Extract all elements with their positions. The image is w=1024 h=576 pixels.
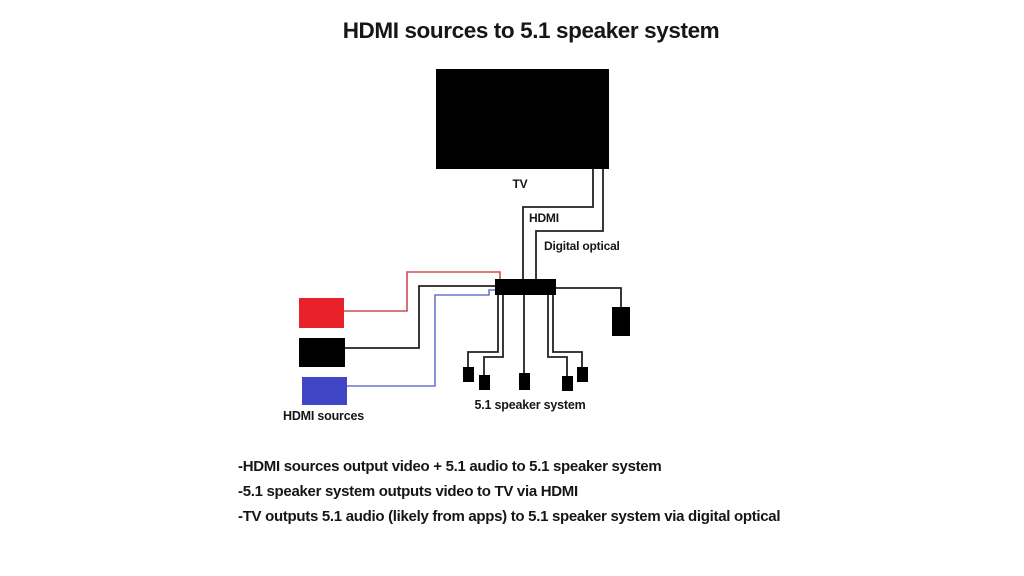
note-line-2: -5.1 speaker system outputs video to TV … (238, 483, 578, 500)
speaker-left-2 (479, 375, 490, 390)
digital-optical-label: Digital optical (544, 239, 620, 253)
speaker-wire-2 (483, 294, 504, 375)
tv-label: TV (513, 177, 528, 191)
subwoofer (612, 307, 630, 336)
speaker-system-main-unit (495, 279, 556, 295)
note-line-1: -HDMI sources output video + 5.1 audio t… (238, 458, 661, 475)
red-source-hdmi-wire (344, 271, 501, 312)
speaker-left-1 (463, 367, 474, 382)
speaker-right-2 (577, 367, 588, 382)
blue-source-hdmi-wire (347, 289, 496, 387)
speaker-center (519, 373, 530, 390)
digital-optical-cable (535, 169, 604, 281)
black-source-hdmi-wire (345, 285, 496, 349)
hdmi-cable-label: HDMI (529, 211, 559, 225)
speaker-system-label: 5.1 speaker system (474, 398, 585, 412)
hdmi-cable-tv-to-hub (522, 169, 594, 281)
note-line-3: -TV outputs 5.1 audio (likely from apps)… (238, 508, 780, 525)
speaker-wire-1 (467, 294, 499, 367)
tv-screen (436, 69, 609, 169)
hdmi-sources-label: HDMI sources (283, 409, 364, 423)
speaker-wire-4 (547, 294, 568, 376)
hdmi-source-black (299, 338, 345, 367)
hdmi-source-blue (302, 377, 347, 405)
subwoofer-wire (556, 287, 622, 307)
hdmi-source-red (299, 298, 344, 328)
speaker-right-1 (562, 376, 573, 391)
page-title: HDMI sources to 5.1 speaker system (343, 18, 720, 43)
speaker-wire-5 (552, 294, 583, 367)
